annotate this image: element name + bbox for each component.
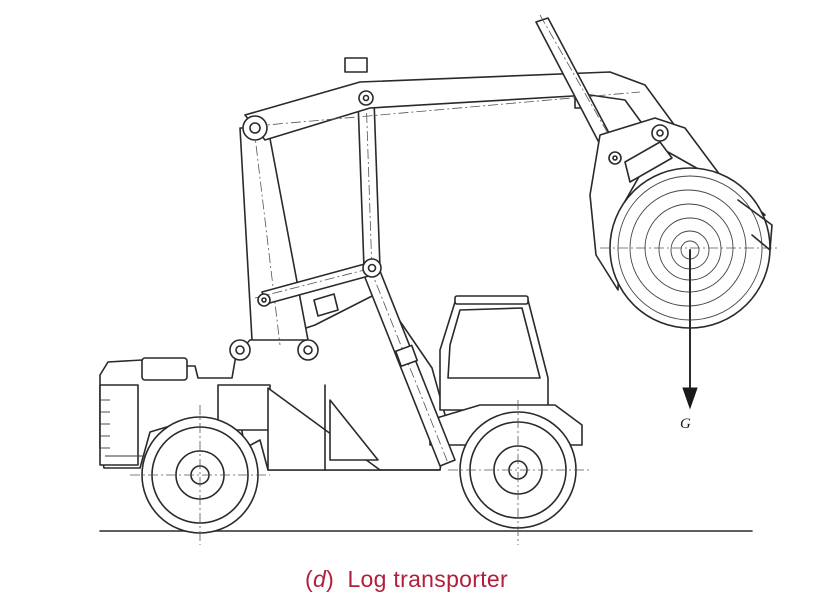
caption-part-letter: d xyxy=(313,566,327,592)
rear-wheel xyxy=(130,405,270,545)
vertical-arm xyxy=(239,127,309,346)
grapple xyxy=(589,117,766,291)
chassis-frame xyxy=(267,384,441,471)
upper-link xyxy=(357,94,381,273)
force-label-g: G xyxy=(680,416,691,432)
figure-caption: (d) Log transporter xyxy=(0,566,813,593)
caption-open-paren: ( xyxy=(305,566,314,592)
weight-force-arrow xyxy=(682,249,698,410)
caption-text: Log transporter xyxy=(347,566,508,592)
pivot-pins xyxy=(229,90,669,361)
grapple-jaw xyxy=(737,199,773,251)
front-wheel xyxy=(448,400,590,545)
engine-hood xyxy=(99,291,448,471)
caption-close-paren: ) xyxy=(326,566,335,592)
